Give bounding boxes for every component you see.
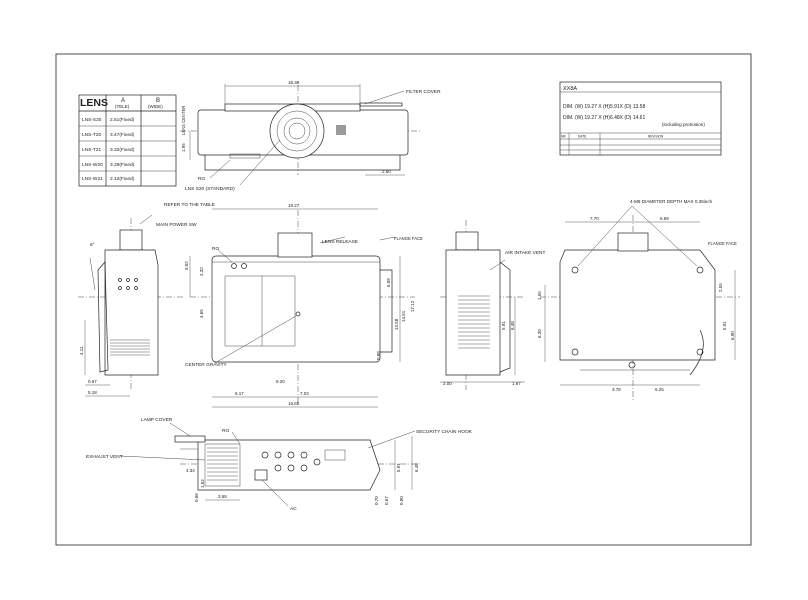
- model-name: XX8A: [563, 86, 577, 92]
- a-col-header: A: [121, 98, 125, 104]
- protrusion-note: (including protrusion): [662, 122, 705, 127]
- dim-bottom-b2: 6.25: [655, 387, 664, 392]
- exhaust-vent-label: EXHAUST VENT: [86, 454, 123, 460]
- dim-right-b1: 2.00: [443, 381, 452, 386]
- top-view: 16.39 1.95 LENS CENTER 2.60 FILTER COVER…: [180, 80, 441, 192]
- lens-row-name: LNS-T20: [82, 132, 102, 138]
- mount-holes-label: 4-M6 DIAMETER DEPTH MAX 0.35inch: [630, 199, 713, 204]
- angle-label: 6°: [90, 242, 95, 248]
- lens-release-label: LENS RELEASE: [322, 239, 358, 245]
- lens-center-label: LENS CENTER: [181, 106, 186, 135]
- dim-bottom-r2: 5.91: [722, 321, 727, 330]
- dim-bottom-r3: 6.90: [730, 331, 735, 340]
- security-hook-label: SECURITY CHAIN HOOK: [416, 429, 473, 435]
- b-col-header: B: [156, 98, 160, 104]
- air-intake-label: AIR INTAKE VENT: [505, 250, 545, 256]
- rev-revision: REVISION: [648, 135, 664, 139]
- ro-top-label: RO: [198, 176, 205, 182]
- dim-right-h2: 6.48: [510, 321, 515, 330]
- bottom-view: 7.70 6.69 4-M6 DIAMETER DEPTH MAX 0.35in…: [537, 199, 740, 400]
- rev-date: DATE: [578, 135, 586, 139]
- dim-rear-l: 0.66: [194, 493, 199, 502]
- dim-front-r3: 14.61: [401, 310, 406, 322]
- sheet-border: [55, 53, 752, 546]
- dim-front-r4: 17.12: [410, 300, 415, 312]
- dim-bottom-r1: 2.55: [718, 283, 723, 292]
- dim-top-width: 16.39: [288, 80, 300, 85]
- dim-rear-r4: 5.91: [396, 463, 401, 472]
- dim-front-b2: 9.20: [276, 379, 285, 384]
- dim-rear-r1: 0.70: [374, 496, 379, 505]
- front-view: 19.27 9.02 2.32 4.65 6.09 13.58 14.61 17…: [184, 203, 423, 408]
- lamp-cover-label: LAMP COVER: [141, 417, 173, 423]
- ro-front-label: RO: [212, 246, 219, 252]
- dim-bottom-b1: 3.78: [612, 387, 621, 392]
- title-block: XX8A DIM. (W) 19.27 X (H)5.91X (D) 13.58…: [559, 81, 722, 156]
- dim-left-b2: 5.18: [88, 390, 97, 395]
- dim-bottom-l1: 1.55: [537, 291, 542, 300]
- dim-top-right: 2.60: [382, 169, 391, 174]
- lns-standard-label: LNS S20 (STANDARD): [185, 186, 235, 192]
- main-power-label: MAIN POWER SW: [156, 222, 197, 228]
- dim-left-h: 4.11: [79, 346, 84, 355]
- dim-front-small: 0.88: [376, 351, 381, 360]
- lens-row-name: LNS-W20: [82, 162, 103, 168]
- right-side-view: AIR INTAKE VENT 5.91 6.48 2.00 1.67: [440, 220, 545, 390]
- flange-face-label-2: FLANGE FACE: [708, 241, 737, 246]
- dim-bottom-w2: 6.69: [660, 216, 669, 221]
- dim-front-b4: 16.65: [288, 401, 300, 406]
- dim-front-l1: 9.02: [184, 261, 189, 270]
- a-col-sub: (TELE): [115, 104, 130, 109]
- dim-bottom-l2: 6.30: [537, 329, 542, 338]
- dim-bottom-w1: 7.70: [590, 216, 599, 221]
- filter-cover-label: FILTER COVER: [406, 89, 441, 95]
- lens-col-header: LENS: [80, 97, 108, 109]
- flange-face-label: FLANGE FACE: [394, 236, 423, 241]
- dim-front-r1: 6.09: [386, 278, 391, 287]
- dim-rear-w: 3.65: [218, 494, 227, 499]
- lens-row-a: 3.47(Fixed): [110, 132, 135, 138]
- dim-right-b2: 1.67: [512, 381, 521, 386]
- dim-front-b1: 6.17: [235, 391, 244, 396]
- lens-table: LENS A (TELE) B (WIDE) LNS-S20 2.51(Fixe…: [78, 94, 177, 187]
- dim-line-1: DIM. (W) 19.27 X (H)5.91X (D) 13.58: [563, 104, 645, 110]
- dim-rear-r2: 0.67: [384, 496, 389, 505]
- lens-row-name: LNS-W21: [82, 176, 103, 182]
- dim-rear-h1: 4.34: [186, 468, 195, 473]
- dim-left-b1: 0.67: [88, 379, 97, 384]
- center-gravity-label: CENTER GRAVITY: [185, 362, 228, 368]
- dim-right-h1: 5.91: [501, 321, 506, 330]
- lens-row-a: 3.29(Fixed): [110, 162, 135, 168]
- dim-rear-h2: 1.52: [200, 479, 205, 488]
- rear-view: 4.34 1.52 0.66 3.65 0.70 0.67 0.80 5.91 …: [86, 417, 473, 512]
- dim-front-l3: 4.65: [199, 309, 204, 318]
- lens-row-name: LNS-S20: [82, 117, 102, 123]
- lens-row-a: 2.12(Fixed): [110, 176, 135, 182]
- dim-front-r2: 13.58: [394, 318, 399, 330]
- lens-row-a: 2.51(Fixed): [110, 117, 135, 123]
- ac-label: AC: [290, 506, 297, 512]
- ro-bottom-label: RO: [222, 428, 229, 434]
- dim-rear-r5: 6.48: [414, 463, 419, 472]
- dim-line-2: DIM. (W) 19.27 X (H)6.48X (D) 14.61: [563, 115, 645, 121]
- dim-top-left: 1.95: [181, 143, 186, 152]
- lens-row-name: LNS-T21: [82, 147, 102, 153]
- dim-front-b3: 7.03: [300, 391, 309, 396]
- dim-front-l2: 2.32: [199, 267, 204, 276]
- refer-table-label: REFER TO THE TABLE: [164, 202, 215, 208]
- b-col-sub: (WIDE): [148, 104, 163, 109]
- rev-mk: MK: [561, 135, 567, 139]
- left-side-view: 6° 4.11 0.67 5.18 MAIN POWER SW REFER TO…: [78, 202, 215, 397]
- lens-row-a: 3.32(Fixed): [110, 147, 135, 153]
- dim-front-width: 19.27: [288, 203, 300, 208]
- dim-rear-r3: 0.80: [399, 496, 404, 505]
